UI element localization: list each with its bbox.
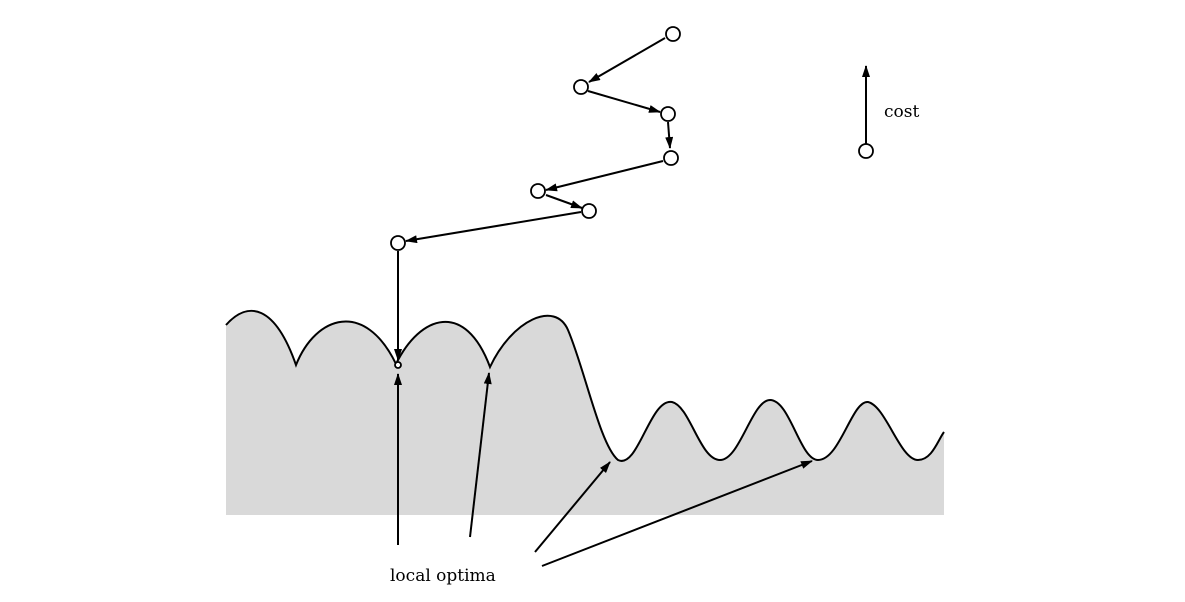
cost-legend: cost	[858, 65, 919, 159]
step-arrow	[588, 37, 666, 83]
local-optima-pointers: local optima	[390, 372, 813, 586]
cost-label: cost	[884, 102, 919, 122]
step-arrow	[545, 194, 583, 209]
state-node	[665, 26, 681, 42]
step-arrow	[405, 211, 582, 244]
state-node	[581, 203, 597, 219]
step-arrow	[665, 121, 674, 149]
search-nodes	[390, 26, 681, 369]
cost-landscape	[225, 309, 945, 515]
optimum-pointer	[541, 460, 813, 567]
state-node	[663, 150, 679, 166]
landscape-curve	[225, 309, 945, 462]
state-node	[573, 79, 589, 95]
optimum-pointer	[469, 372, 492, 538]
search-path	[394, 37, 674, 361]
landscape-fill	[226, 310, 944, 515]
local-optima-label: local optima	[390, 566, 496, 586]
optimum-pointer	[534, 461, 611, 553]
state-node	[530, 183, 546, 199]
state-node	[660, 106, 676, 122]
state-node	[390, 235, 406, 251]
step-arrow	[587, 90, 661, 113]
cost-node-icon	[858, 143, 874, 159]
final-state-node	[394, 361, 402, 369]
step-arrow	[545, 160, 664, 192]
